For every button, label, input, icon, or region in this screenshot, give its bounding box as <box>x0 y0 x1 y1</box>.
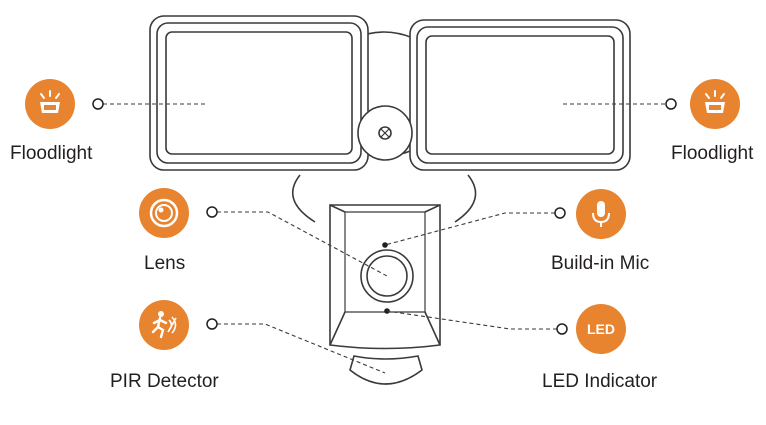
leader-line-led <box>386 310 557 330</box>
mic-dot <box>382 242 388 248</box>
leader-line-lens <box>217 211 388 277</box>
anchor-pir <box>206 318 218 330</box>
mount-arm-right <box>454 174 477 223</box>
pir-detector-icon <box>139 300 189 350</box>
mount-arm <box>291 174 316 223</box>
anchor-floodlight-left <box>92 98 104 110</box>
pir-detector-label: PIR Detector <box>110 371 219 392</box>
build-in-mic-label: Build-in Mic <box>551 253 650 274</box>
led-indicator-label: LED Indicator <box>542 371 658 392</box>
lens-label: Lens <box>144 253 186 274</box>
anchor-mic <box>554 207 566 219</box>
microphone-icon <box>576 189 626 239</box>
led-icon: LED <box>576 304 626 354</box>
lens-icon <box>139 188 189 238</box>
floodlight-icon <box>25 79 75 129</box>
leader-line-pir <box>217 323 386 374</box>
anchor-floodlight-right <box>665 98 677 110</box>
lens-ring-outer <box>360 249 414 303</box>
left-lamp-panel <box>149 15 369 171</box>
leader-line-mic <box>384 212 555 246</box>
right-lamp-panel <box>409 19 631 171</box>
pir-dome <box>349 355 423 385</box>
floodlight-icon <box>690 79 740 129</box>
floodlight-left-label: Floodlight <box>10 143 93 164</box>
lens-ring-inner <box>366 255 408 297</box>
anchor-led <box>556 323 568 335</box>
anchor-lens <box>206 206 218 218</box>
floodlight-right-label: Floodlight <box>671 143 754 164</box>
led-icon-text: LED <box>587 321 615 337</box>
